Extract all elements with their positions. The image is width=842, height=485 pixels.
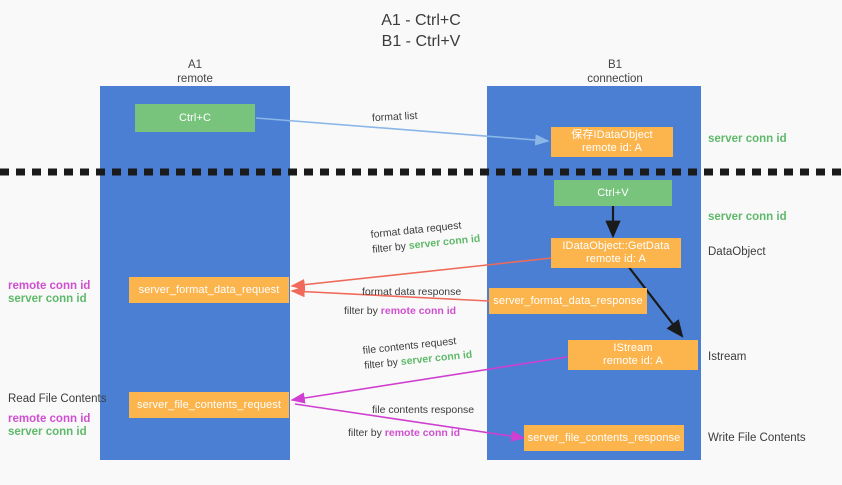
box-ctrl-c[interactable]: Ctrl+C: [135, 104, 255, 132]
box-server-format-data-request[interactable]: server_format_data_request: [129, 277, 289, 303]
lane-header-a1: A1 remote: [177, 59, 213, 85]
annotation-format-remote-conn-id: remote conn id: [8, 280, 91, 292]
box-ctrl-v[interactable]: Ctrl+V: [554, 180, 672, 206]
annotation-server-conn-id-second: server conn id: [708, 211, 787, 223]
filter-key-remote-conn-id: remote conn id: [380, 305, 457, 317]
annotation-format-server-conn-id: server conn id: [8, 293, 87, 305]
edge-label-file-contents-response-filter: filter by remote conn id: [348, 426, 474, 441]
annotation-file-remote-conn-id: remote conn id: [8, 413, 91, 425]
box-save-dataobject[interactable]: 保存IDataObject remote id: A: [551, 127, 673, 157]
filter-prefix: filter by: [344, 305, 381, 317]
box-idataobject-getdata[interactable]: IDataObject::GetData remote id: A: [551, 238, 681, 268]
lane-header-b1: B1 connection: [587, 59, 643, 85]
annotation-dataobject: DataObject: [708, 246, 766, 258]
filter-prefix: filter by: [348, 427, 385, 439]
edge-label-format-data-request: format data request filter by server con…: [370, 217, 481, 258]
filter-prefix: filter by: [363, 356, 402, 372]
edge-label-format-list-text: format list: [371, 109, 418, 125]
annotation-istream: Istream: [708, 351, 747, 363]
edge-label-file-contents-response: file contents response filter by remote …: [348, 403, 474, 441]
box-server-format-data-response[interactable]: server_format_data_response: [489, 288, 647, 314]
edge-label-file-contents-request: file contents request filter by server c…: [362, 333, 473, 374]
annotation-server-conn-id-top: server conn id: [708, 133, 787, 145]
box-istream[interactable]: IStream remote id: A: [568, 340, 698, 370]
filter-key-remote-conn-id: remote conn id: [384, 427, 461, 439]
edge-label-format-data-response-filter: filter by remote conn id: [344, 304, 461, 319]
edge-label-format-data-response: format data response filter by remote co…: [344, 285, 461, 319]
page-title: A1 - Ctrl+C B1 - Ctrl+V: [381, 12, 461, 50]
edge-label-file-contents-response-line1: file contents response: [372, 404, 475, 416]
annotation-write-file-contents: Write File Contents: [708, 432, 806, 444]
edge-label-format-list: format list: [372, 109, 418, 126]
box-server-file-contents-response[interactable]: server_file_contents_response: [524, 425, 684, 451]
box-server-file-contents-request[interactable]: server_file_contents_request: [129, 392, 289, 418]
edge-label-format-data-response-line1: format data response: [362, 286, 462, 298]
filter-prefix: filter by: [371, 240, 410, 256]
annotation-file-server-conn-id: server conn id: [8, 426, 87, 438]
annotation-read-file-contents: Read File Contents: [8, 393, 107, 405]
